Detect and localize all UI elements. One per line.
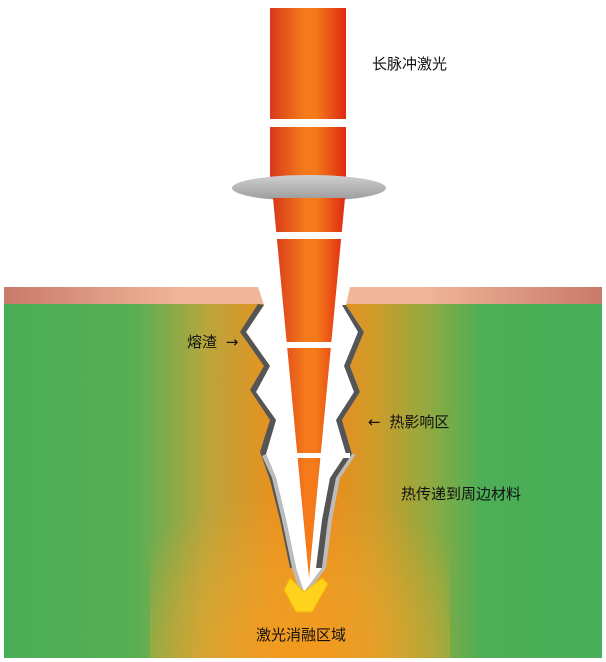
- label-haz-text: 热影响区: [389, 413, 450, 431]
- label-slag-text: 熔渣: [187, 333, 218, 351]
- slag-left: [240, 304, 296, 568]
- beam-ring-4: [270, 453, 350, 458]
- label-laser: 长脉冲激光: [372, 55, 448, 73]
- beam-ring-2: [270, 232, 350, 239]
- focusing-lens: [232, 175, 386, 201]
- melt-right: [304, 454, 356, 592]
- melt-left: [262, 454, 304, 592]
- label-ablation: 激光消融区域: [256, 626, 347, 644]
- slag-right: [316, 305, 364, 568]
- arrow-left-icon: ←: [368, 413, 381, 431]
- laser-beam-cone: [273, 198, 345, 578]
- arrow-right-icon: →: [225, 333, 239, 351]
- laser-beam-column: [270, 8, 346, 188]
- beam-ring-3: [270, 342, 350, 348]
- ablation-zone: [283, 577, 329, 613]
- label-haz: ← 热影响区: [368, 413, 449, 431]
- label-conduction: 热传递到周边材料: [401, 485, 522, 503]
- label-slag: 熔渣 →: [187, 333, 238, 351]
- beam-ring-1: [270, 119, 346, 127]
